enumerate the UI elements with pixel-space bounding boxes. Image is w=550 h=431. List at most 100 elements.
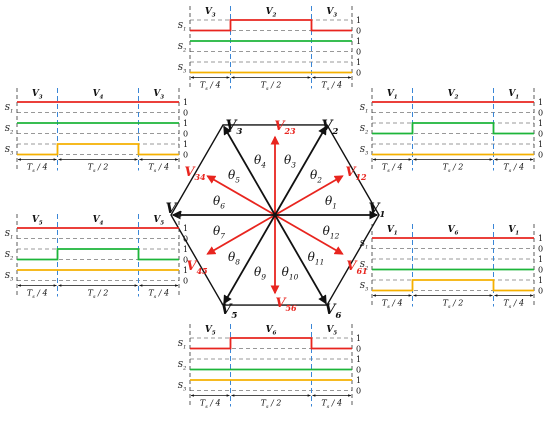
signal-waveform (17, 143, 179, 156)
signal-waveform (372, 122, 534, 135)
duration-label-tail: / 4 (156, 289, 169, 298)
level-label: 0 (183, 130, 188, 139)
row-label: S1 (5, 229, 14, 240)
segment-label-main: V (448, 89, 456, 99)
red-vector-label-sub: 12 (355, 172, 367, 182)
row-label: S2 (178, 360, 187, 371)
duration-label-sub: s (154, 168, 157, 174)
duration-label-main: T (321, 399, 327, 408)
duration-label-sub: s (387, 168, 390, 174)
row-label-main: S (178, 360, 184, 369)
vertex-label: V1 (369, 201, 386, 220)
segment-label-sub: 1 (394, 231, 398, 237)
theta-label: θ4 (254, 153, 266, 170)
level-label: 0 (538, 109, 543, 118)
theta-label-main: θ (254, 265, 262, 279)
segment-label: V2 (448, 89, 459, 101)
level-label: 1 (356, 58, 361, 67)
segment-label-sub: 4 (100, 95, 104, 101)
hexagon-outline (170, 124, 380, 306)
level-label: 1 (183, 266, 188, 275)
row-label: S2 (360, 124, 369, 135)
segment-label-sub: 4 (100, 221, 104, 227)
theta-label-main: θ (308, 250, 316, 264)
segment-label-main: V (387, 89, 395, 99)
row-label-sub: 2 (364, 265, 368, 271)
red-vector-label-sub: 45 (196, 266, 208, 276)
row-label-sub: 3 (183, 68, 186, 74)
row-label: S1 (178, 339, 187, 350)
duration-label-tail: / 4 (208, 81, 221, 90)
red-vector-label-sub: 23 (283, 126, 296, 136)
duration-label: Ts / 4 (27, 163, 48, 174)
duration-label-sub: s (448, 304, 451, 310)
row-label-main: S (178, 339, 184, 348)
red-vector (206, 214, 276, 255)
duration-label: Ts / 4 (200, 399, 221, 410)
duration-label-main: T (88, 163, 94, 172)
red-vector-label: V56 (275, 296, 297, 313)
segment-label-main: V (326, 325, 334, 335)
row-label: S3 (178, 381, 187, 392)
row-label: S3 (360, 281, 369, 292)
theta-label-sub: 7 (220, 232, 225, 241)
theta-label-sub: 9 (261, 273, 266, 282)
theta-label: θ11 (308, 250, 325, 267)
segment-label: V1 (387, 89, 398, 101)
level-label: 0 (538, 287, 543, 296)
level-label: 0 (538, 151, 543, 160)
level-label: 1 (356, 16, 361, 25)
signal-waveform (17, 248, 179, 261)
segment-label-sub: 1 (394, 95, 398, 101)
theta-label-sub: 1 (332, 202, 337, 211)
duration-label-main: T (261, 399, 267, 408)
segment-label-main: V (93, 215, 101, 225)
duration-label: Ts / 4 (148, 163, 169, 174)
duration-label: Ts / 4 (503, 163, 524, 174)
duration-label-sub: s (509, 168, 512, 174)
vertex-label-main: V (221, 302, 234, 318)
level-label: 0 (356, 69, 361, 78)
row-label-main: S (5, 250, 11, 259)
level-label: 0 (183, 235, 188, 244)
duration-label-sub: s (205, 404, 208, 410)
duration-label: Ts / 4 (321, 399, 342, 410)
segment-label-sub: 1 (515, 231, 519, 237)
level-label: 0 (356, 387, 361, 396)
theta-label-sub: 11 (315, 258, 324, 267)
duration-label-main: T (503, 163, 509, 172)
duration-label: Ts / 2 (261, 399, 282, 410)
segment-label-sub: 1 (515, 95, 519, 101)
row-label-main: S (178, 381, 184, 390)
row-label-main: S (5, 229, 11, 238)
duration-label-tail: / 2 (96, 289, 109, 298)
theta-label-sub: 3 (291, 161, 296, 170)
vertex-label-main: V (325, 302, 338, 318)
duration-label-tail: / 2 (451, 299, 464, 308)
row-label-main: S (360, 103, 366, 112)
signal-waveform (190, 337, 352, 350)
segment-label-main: V (387, 225, 395, 235)
duration-label-tail: / 4 (329, 399, 342, 408)
segment-label-main: V (508, 225, 516, 235)
level-label: 1 (538, 255, 543, 264)
segment-label-main: V (508, 89, 516, 99)
red-vector-label-main: V (345, 165, 357, 180)
row-label: S1 (5, 103, 14, 114)
segment-label: V3 (205, 7, 216, 19)
vertex-label-sub: 4 (176, 210, 182, 220)
row-label-main: S (360, 239, 366, 248)
segment-label-sub: 6 (455, 231, 459, 237)
duration-label-tail: / 4 (35, 163, 48, 172)
segment-label-sub: 3 (160, 95, 164, 101)
duration-label-sub: s (509, 304, 512, 310)
segment-label-main: V (205, 325, 213, 335)
duration-label-sub: s (387, 304, 390, 310)
level-label: 1 (183, 245, 188, 254)
duration-label: Ts / 4 (382, 299, 403, 310)
duration-label-sub: s (448, 168, 451, 174)
theta-label-sub: 8 (235, 258, 240, 267)
